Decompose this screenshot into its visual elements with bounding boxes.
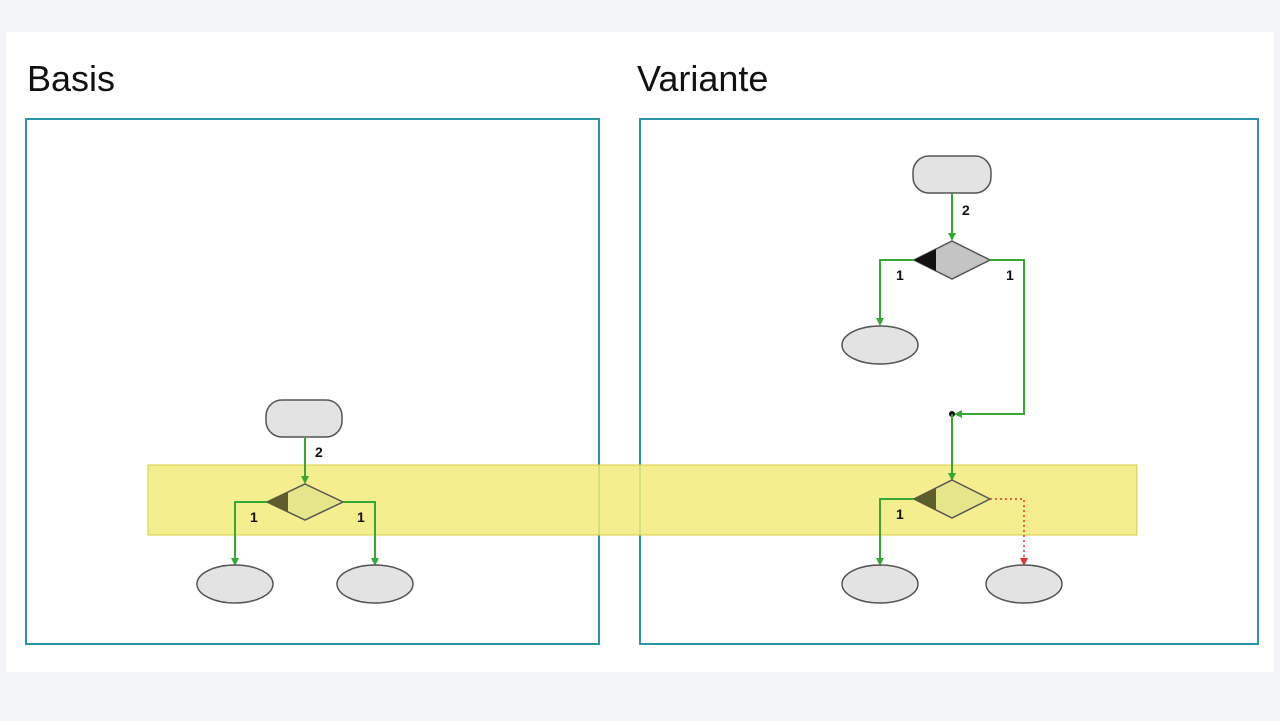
basis-left-connector-label: 1	[250, 509, 258, 525]
variante-start-node	[912, 155, 992, 194]
basis-flow: 2 1 1	[196, 399, 414, 604]
basis-right-connector	[343, 501, 379, 566]
variante-end-node-lower-right	[985, 564, 1063, 604]
variante-upper-left-connector-label: 1	[896, 267, 904, 283]
basis-decision-marker	[267, 492, 288, 512]
variante-upper-left-connector	[876, 259, 914, 326]
variante-title: Variante	[637, 58, 769, 99]
basis-title: Basis	[27, 58, 116, 99]
variante-end-node-lower-left	[841, 564, 919, 604]
variante-lower-left-connector	[876, 498, 914, 566]
variante-end-node-upper	[841, 325, 919, 365]
variante-upper-right-connector	[954, 259, 1025, 418]
basis-end-node-left	[196, 564, 274, 604]
basis-start-node	[265, 399, 343, 438]
basis-end-node-right	[336, 564, 414, 604]
variante-decision-upper-marker	[914, 249, 936, 271]
variante-panel	[639, 118, 1259, 645]
variante-lower-left-connector-label: 1	[896, 506, 904, 522]
variante-decision-lower-marker	[914, 488, 936, 510]
variante-lower-right-connector-changed	[990, 498, 1028, 566]
variante-upper-right-connector-label: 1	[1006, 267, 1014, 283]
variante-flow: 2 1 1 1	[841, 155, 1063, 604]
basis-left-connector	[231, 501, 267, 566]
basis-right-connector-label: 1	[357, 509, 365, 525]
basis-start-connector-label: 2	[315, 444, 323, 460]
basis-panel	[25, 118, 600, 645]
variante-start-connector-label: 2	[962, 202, 970, 218]
